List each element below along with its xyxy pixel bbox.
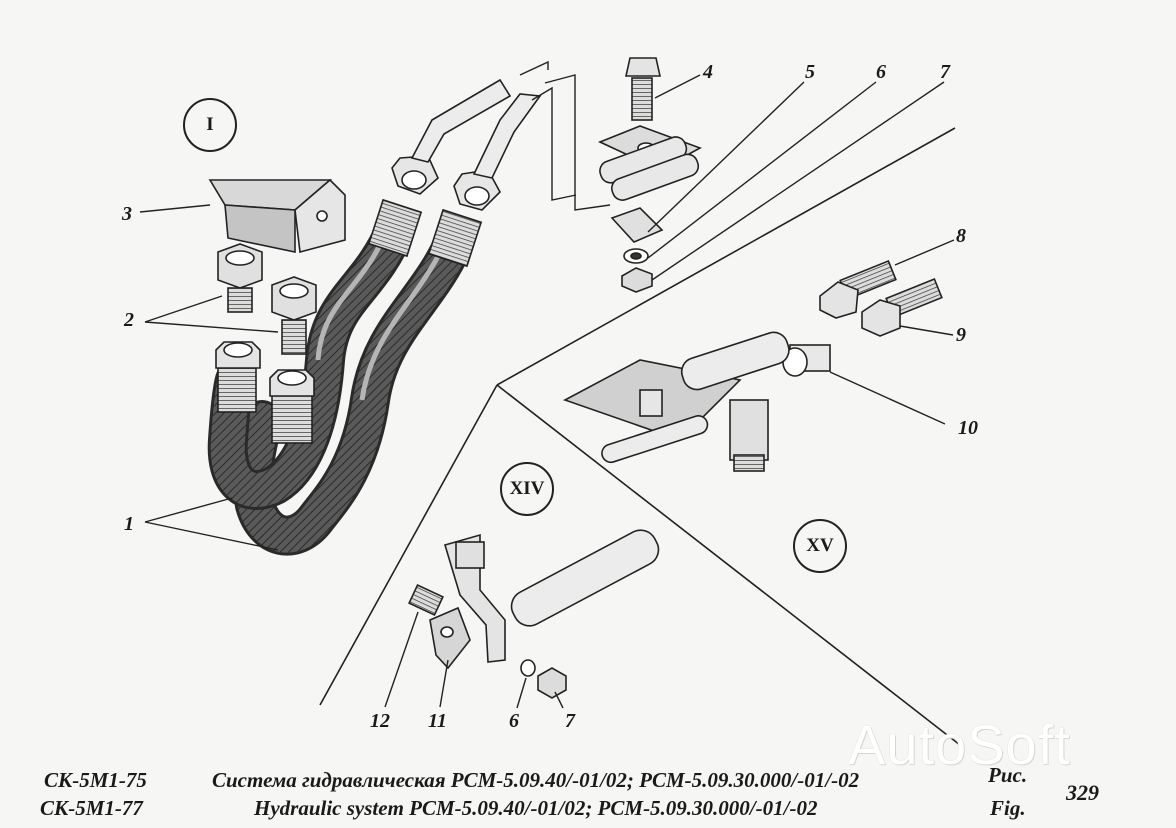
view-marker-xv-label: XV xyxy=(806,535,834,556)
callout-1: 1 xyxy=(124,513,134,535)
callout-4: 4 xyxy=(703,61,713,83)
caption-title-en: Hydraulic system РСМ-5.09.40/-01/02; РСМ… xyxy=(254,796,818,820)
section-lines xyxy=(319,127,961,746)
callout-8: 8 xyxy=(956,225,966,247)
clamp-assembly xyxy=(597,57,702,293)
clamp-xiv xyxy=(408,529,660,699)
view-marker-xiv-label: XIV xyxy=(509,478,545,499)
adapters-2 xyxy=(217,243,317,355)
callout-2: 2 xyxy=(124,309,134,331)
caption-model-top: СК-5М1-75 xyxy=(44,768,147,792)
watermark: AutoSoft xyxy=(848,713,1071,776)
callout-11: 11 xyxy=(428,710,447,732)
caption-fig-ru: Рис. xyxy=(988,763,1028,787)
callout-6-xiv: 6 xyxy=(509,710,519,732)
fittings-xv xyxy=(563,259,943,472)
view-marker-xv: XV xyxy=(793,519,847,573)
caption-model-bottom: СК-5М1-77 xyxy=(40,796,143,820)
view-marker-xiv: XIV xyxy=(500,462,554,516)
callout-10: 10 xyxy=(958,417,978,439)
callout-7-xiv: 7 xyxy=(565,710,575,732)
callout-5: 5 xyxy=(805,61,815,83)
caption-title-ru: Система гидравлическая РСМ-5.09.40/-01/0… xyxy=(212,768,860,792)
callout-3: 3 xyxy=(122,203,132,225)
view-marker-i: I xyxy=(183,98,237,152)
view-marker-i-label: I xyxy=(206,114,214,135)
hose-assemblies xyxy=(207,60,611,556)
callout-9: 9 xyxy=(956,324,966,346)
callout-7: 7 xyxy=(940,61,950,83)
leader-lines xyxy=(139,74,955,709)
bracket-3 xyxy=(208,178,346,254)
caption-fig-en: Fig. xyxy=(990,796,1026,820)
callout-12: 12 xyxy=(370,710,390,732)
caption-fig-number: 329 xyxy=(1066,780,1099,805)
callout-6: 6 xyxy=(876,61,886,83)
